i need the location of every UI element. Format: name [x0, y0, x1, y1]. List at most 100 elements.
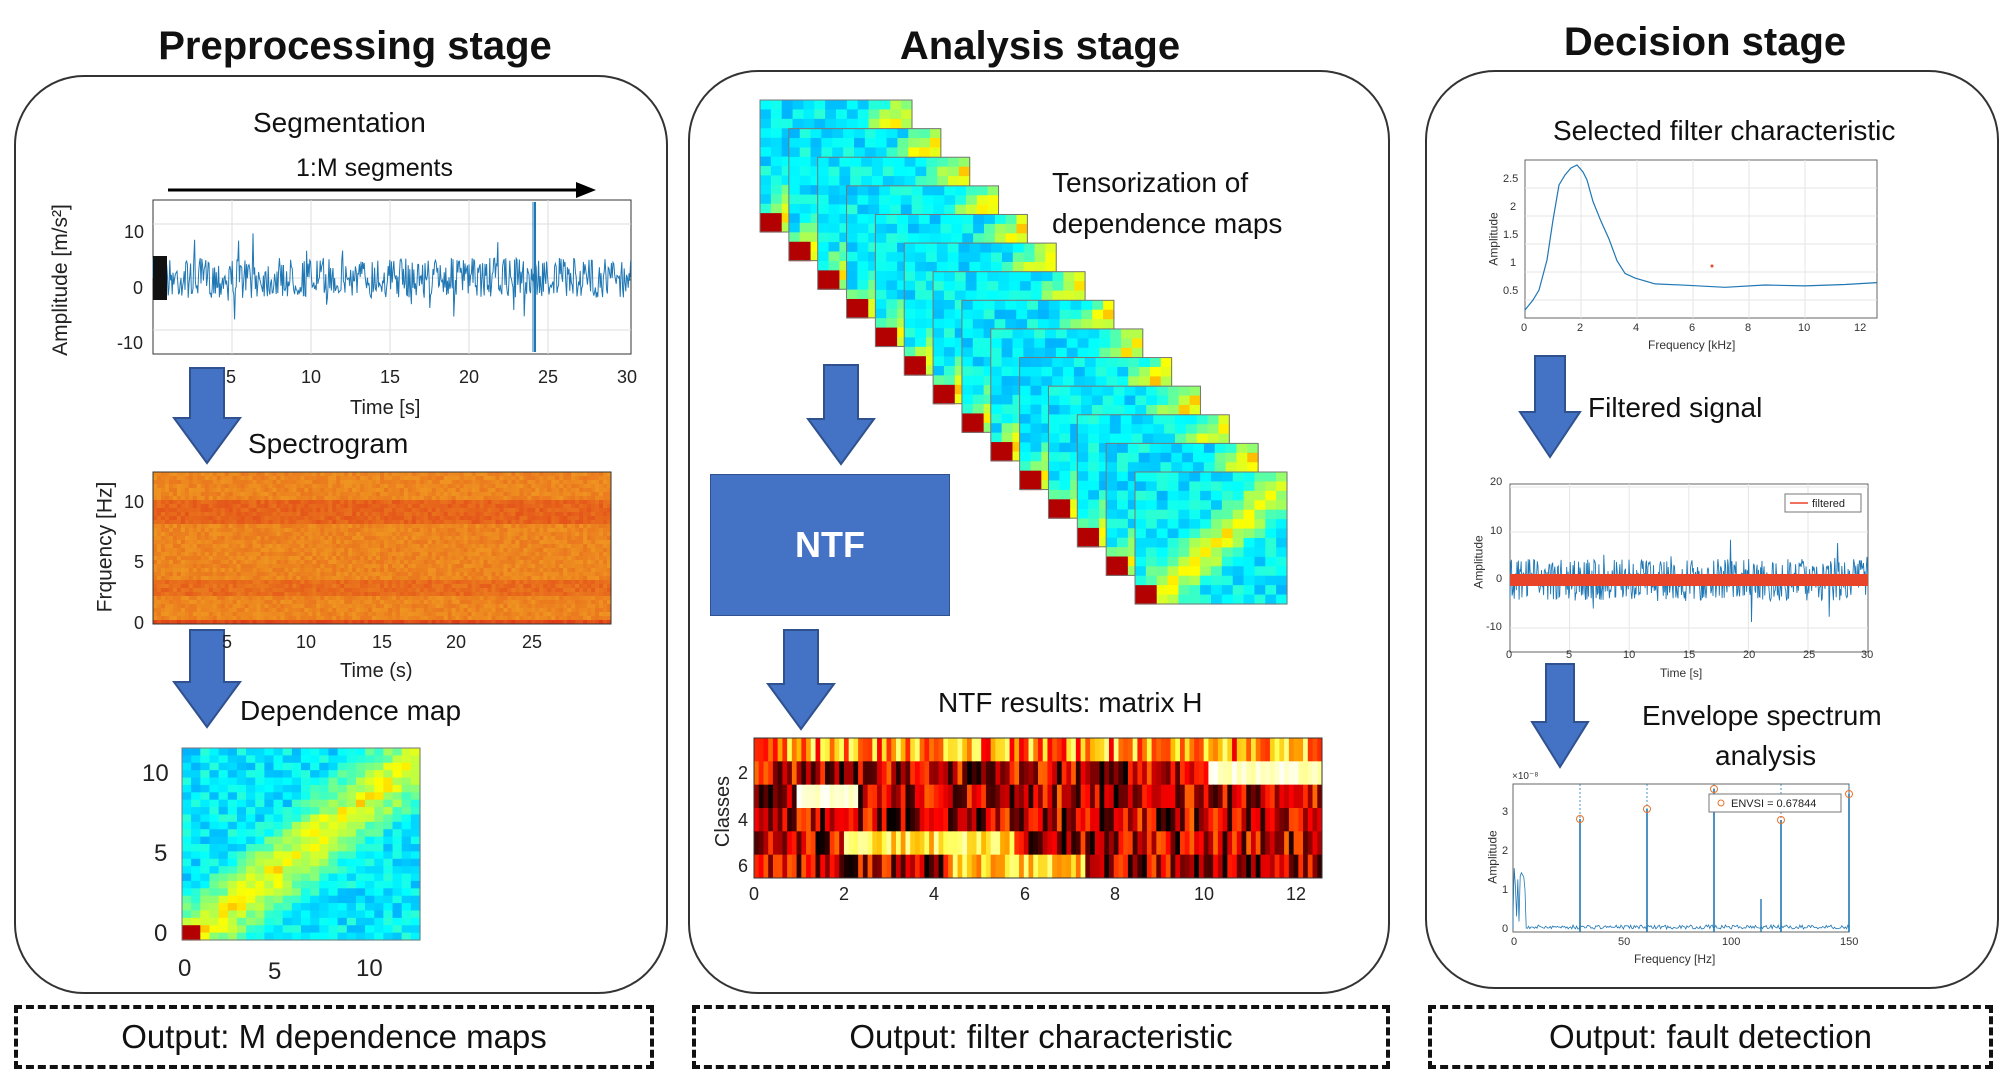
tensorization-label-line1: Tensorization of — [1052, 167, 1249, 198]
filter-ytick: 0.5 — [1503, 285, 1519, 297]
filtered-ylabel: Amplitude — [1471, 535, 1486, 589]
dependence-map-label: Dependence map — [240, 695, 462, 726]
matrix-h-ytick: 2 — [738, 763, 749, 783]
envelope-label-line1: Envelope spectrum — [1642, 700, 1882, 731]
analysis-stage-title: Analysis stage — [899, 24, 1181, 68]
envelope-spectrum-plot: ENVSI = 0.67844 — [1512, 783, 1853, 933]
envelope-label-line2: analysis — [1715, 740, 1817, 771]
filter-characteristic-plot — [1524, 159, 1878, 319]
spectrogram-xtick: 25 — [522, 632, 543, 652]
filtered-xtick: 10 — [1623, 649, 1636, 661]
matrix-h-xtick: 10 — [1194, 884, 1215, 904]
envelope-ytick: 3 — [1502, 806, 1509, 818]
filtered-xlabel: Time [s] — [1660, 666, 1703, 680]
filter-xtick: 6 — [1689, 322, 1696, 334]
raw-signal-xtick: 30 — [617, 367, 638, 387]
filtered-xtick: 30 — [1861, 649, 1874, 661]
tensor-stack — [759, 99, 1288, 605]
envelope-ylabel: Amplitude — [1485, 830, 1500, 884]
raw-signal-xtick: 20 — [459, 367, 480, 387]
filtered-signal-plot: filtered — [1509, 483, 1869, 653]
filtered-xtick: 20 — [1743, 649, 1756, 661]
dependence-map-ytick: 10 — [142, 760, 169, 787]
preprocessing-output-box: Output: M dependence maps — [14, 1005, 654, 1069]
spectrogram-xtick: 15 — [372, 632, 393, 652]
raw-signal-xtick: 15 — [380, 367, 401, 387]
arrow-down-icon — [806, 364, 876, 466]
matrix-h-ylabel: Classes — [712, 775, 735, 848]
filter-ylabel: Amplitude — [1486, 212, 1501, 266]
spectrogram-xtick: 10 — [296, 632, 317, 652]
spectrogram-ylabel: Frquency [Hz] — [93, 481, 117, 613]
matrix-h-xtick: 6 — [1020, 884, 1031, 904]
segmentation-label: Segmentation — [253, 107, 426, 138]
envelope-ytick: 0 — [1502, 923, 1509, 935]
envelope-xtick: 150 — [1840, 936, 1859, 948]
decision-output-box: Output: fault detection — [1428, 1005, 1993, 1069]
envelope-xtick: 0 — [1511, 936, 1518, 948]
arrow-down-icon — [1530, 663, 1590, 769]
raw-signal-xtick: 25 — [538, 367, 559, 387]
filtered-signal-label: Filtered signal — [1588, 392, 1763, 423]
filter-ytick: 2 — [1510, 201, 1517, 213]
matrix-h-xtick: 12 — [1286, 884, 1307, 904]
spectrogram-xtick: 5 — [222, 632, 233, 652]
filtered-xtick: 5 — [1566, 649, 1573, 661]
ntf-results-label: NTF results: matrix H — [938, 687, 1203, 718]
filter-xtick: 2 — [1577, 322, 1584, 334]
filtered-ytick: -10 — [1486, 621, 1502, 633]
envelope-xtick: 50 — [1618, 936, 1631, 948]
arrow-down-icon — [766, 629, 836, 731]
envelope-xlabel: Frequency [Hz] — [1634, 952, 1716, 966]
filter-xtick: 12 — [1854, 322, 1867, 334]
spectrogram-xtick: 20 — [446, 632, 467, 652]
envelope-ytick: 2 — [1502, 845, 1509, 857]
matrix-h-xtick: 4 — [929, 884, 940, 904]
arrow-down-icon — [172, 629, 242, 729]
dependence-map — [181, 747, 421, 941]
dependence-map-xtick: 5 — [268, 958, 282, 985]
raw-signal-ylabel: Amplitude [m/s²] — [48, 204, 72, 356]
filter-ytick: 2.5 — [1503, 173, 1519, 185]
filter-xlabel: Frequency [kHz] — [1648, 338, 1736, 352]
raw-signal-xlabel: Time [s] — [350, 397, 421, 419]
matrix-h-xtick: 2 — [839, 884, 850, 904]
matrix-h-xtick: 8 — [1110, 884, 1121, 904]
preprocessing-stage-title: Preprocessing stage — [158, 24, 552, 68]
segments-arrow — [168, 182, 596, 198]
decision-stage-title: Decision stage — [1563, 20, 1847, 64]
raw-signal-ytick: 10 — [124, 222, 145, 242]
filter-xtick: 0 — [1521, 322, 1528, 334]
spectrogram-ytick: 5 — [134, 552, 145, 572]
spectrogram-plot — [152, 471, 612, 625]
raw-signal-ytick: -10 — [117, 333, 144, 353]
dependence-map-ytick: 5 — [154, 840, 168, 867]
matrix-h-ytick: 6 — [738, 856, 749, 876]
envelope-exponent: ×10⁻⁸ — [1512, 771, 1539, 782]
raw-signal-plot — [152, 199, 632, 355]
spectrogram-xlabel: Time (s) — [340, 660, 413, 682]
spectrogram-ytick: 0 — [134, 613, 145, 633]
filtered-ytick: 0 — [1496, 573, 1503, 585]
ntf-box: NTF — [710, 474, 950, 616]
filtered-xtick: 25 — [1803, 649, 1816, 661]
filtered-xtick: 0 — [1506, 649, 1513, 661]
filter-xtick: 8 — [1745, 322, 1752, 334]
arrow-down-icon — [1518, 355, 1582, 459]
segments-label: 1:M segments — [296, 154, 454, 182]
matrix-h-heatmap — [753, 737, 1323, 879]
tensorization-label-line2: dependence maps — [1052, 208, 1283, 239]
raw-signal-xtick: 10 — [301, 367, 322, 387]
dependence-map-xtick: 10 — [356, 955, 383, 982]
matrix-h-xtick: 0 — [749, 884, 760, 904]
raw-signal-xtick: 5 — [226, 367, 237, 387]
filter-ytick: 1.5 — [1503, 229, 1519, 241]
filtered-ytick: 20 — [1490, 476, 1503, 488]
filter-characteristic-label: Selected filter characteristic — [1553, 115, 1896, 146]
dependence-map-ytick: 0 — [154, 920, 168, 947]
raw-signal-ytick: 0 — [133, 278, 144, 298]
matrix-h-ytick: 4 — [738, 810, 749, 830]
filtered-xtick: 15 — [1683, 649, 1696, 661]
dependence-map-xtick: 0 — [178, 955, 192, 982]
filtered-ytick: 10 — [1490, 525, 1503, 537]
